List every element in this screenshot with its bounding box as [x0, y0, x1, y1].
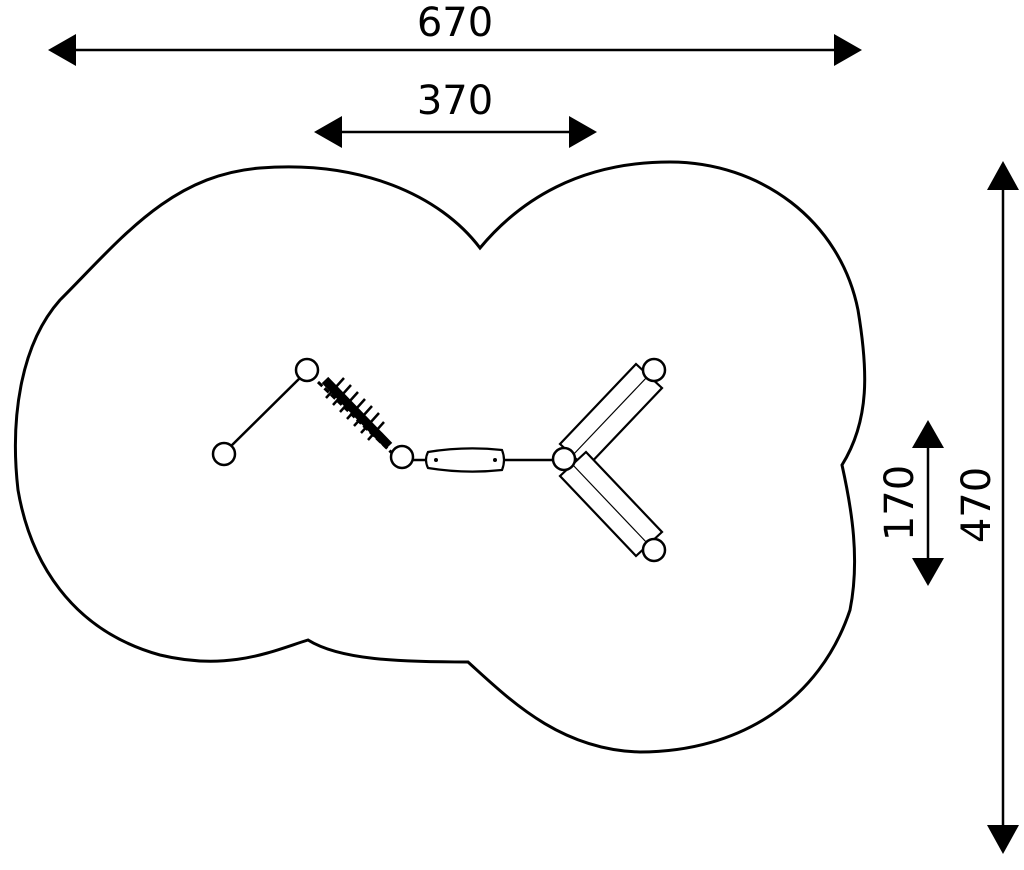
post-upper: [294, 357, 320, 383]
dimension-label-inner-width: 370: [417, 78, 493, 124]
post-upper-right: [641, 357, 667, 383]
arrowhead-down-icon: [987, 825, 1019, 854]
dimension-label-inner-height: 170: [877, 465, 923, 541]
arrowhead-up-icon: [912, 420, 944, 448]
log-beam-lower: [558, 450, 664, 558]
arrowhead-right-icon: [834, 34, 862, 66]
post-lower-right: [641, 537, 667, 563]
balance-plank: [424, 447, 506, 473]
dimension-label-overall-height: 470: [954, 467, 1000, 543]
post-left: [211, 441, 237, 467]
play-equipment: [211, 357, 667, 563]
rope-segment: [223, 370, 308, 454]
dimension-overall-width: 670: [48, 0, 862, 66]
post-hub: [551, 446, 577, 472]
dimension-label-overall-width: 670: [417, 0, 493, 46]
dimension-inner-height: 170: [877, 420, 944, 586]
post-middle: [389, 444, 415, 470]
dimension-inner-width: 370: [314, 78, 597, 148]
arrowhead-down-icon: [912, 558, 944, 586]
arrowhead-right-icon: [569, 116, 597, 148]
dimension-overall-height: 470: [954, 161, 1019, 854]
arrowhead-left-icon: [48, 34, 76, 66]
arrowhead-left-icon: [314, 116, 342, 148]
arrowhead-up-icon: [987, 161, 1019, 190]
cleated-beam: [316, 376, 394, 455]
